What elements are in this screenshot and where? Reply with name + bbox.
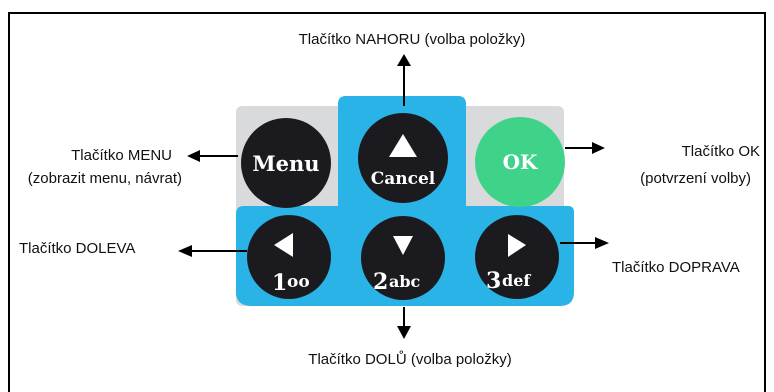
up-arrow-icon (389, 134, 417, 157)
down-button-label: Tlačítko DOLŮ (volba položky) (308, 351, 512, 368)
cancel-label: Cancel (371, 169, 436, 189)
diagram-frame (8, 12, 766, 392)
ok-button-label: OK (503, 150, 538, 174)
ok-label-line1: Tlačítko OK (681, 143, 760, 160)
left-key-1-button[interactable]: 1 oo (247, 215, 331, 299)
right-key-3-button[interactable]: 3 def (475, 215, 559, 299)
right-arrow-icon (508, 234, 526, 257)
keypad-diagram: Menu Cancel OK 1 oo 2 abc 3 def (178, 54, 609, 339)
key2-letters: abc (389, 272, 421, 291)
key1-digit: 1 (272, 270, 287, 296)
menu-label-line2: (zobrazit menu, návrat) (27, 170, 182, 187)
down-key-2-button[interactable]: 2 abc (361, 216, 445, 300)
up-pointer-arrow (397, 54, 411, 66)
key2-digit: 2 (373, 269, 388, 295)
down-arrow-icon (393, 236, 413, 255)
up-button-label: Tlačítko NAHORU (volba položky) (298, 31, 526, 48)
left-arrow-icon (274, 233, 293, 257)
key3-digit: 3 (486, 268, 501, 294)
ok-label-line2: (potvrzení volby) (640, 170, 751, 187)
left-pointer-arrow (178, 245, 192, 257)
up-cancel-button[interactable]: Cancel (358, 113, 448, 203)
left-button-label: Tlačítko DOLEVA (19, 240, 136, 257)
right-pointer-arrow (595, 237, 609, 249)
voicemail-icon: oo (287, 272, 310, 292)
ok-button[interactable]: OK (475, 117, 565, 207)
down-pointer-arrow (397, 326, 411, 339)
menu-button-label: Menu (252, 151, 319, 176)
ok-pointer-arrow (592, 142, 605, 154)
right-button-label: Tlačítko DOPRAVA (612, 259, 740, 276)
menu-pointer-arrow (187, 150, 200, 162)
menu-button[interactable]: Menu (241, 118, 331, 208)
key3-letters: def (502, 271, 531, 290)
pointer-arrows (178, 54, 609, 339)
menu-label-line1: Tlačítko MENU (71, 147, 172, 164)
